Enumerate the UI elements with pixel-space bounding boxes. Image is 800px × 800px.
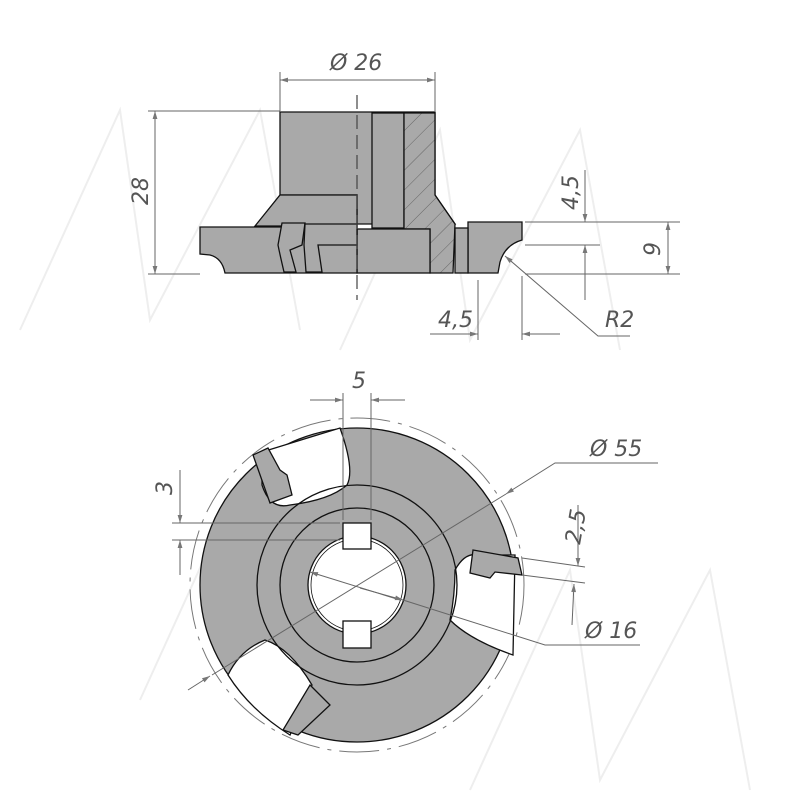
right-cutter xyxy=(467,221,523,274)
dim-outer-diameter: Ø 55 xyxy=(187,437,658,691)
bore-section xyxy=(371,112,405,229)
right-body xyxy=(454,227,469,274)
label-bore-diameter: Ø 16 xyxy=(584,619,637,644)
dim-cutting-height: 9 xyxy=(525,221,680,275)
label-cutting-height: 9 xyxy=(641,242,666,256)
dim-keyway-depth: 3 xyxy=(153,470,340,575)
label-radius: R2 xyxy=(605,308,634,333)
label-keyway-depth: 3 xyxy=(153,481,178,495)
bore xyxy=(307,535,407,635)
insert-bottom-left xyxy=(282,683,331,736)
keyway-top xyxy=(342,522,372,550)
label-outer-diameter: Ø 55 xyxy=(589,437,642,462)
side-view: Ø 26 28 4,5 9 4,5 xyxy=(129,51,680,340)
label-total-height: 28 xyxy=(129,177,154,205)
hub-taper-left xyxy=(253,194,358,227)
outer-ring xyxy=(256,484,458,686)
dim-hub-diameter: Ø 26 xyxy=(279,51,436,111)
insert-right xyxy=(469,549,523,579)
label-profile-depth: 4,5 xyxy=(559,175,584,210)
dim-profile-depth: 4,5 xyxy=(525,170,600,300)
dim-insert-offset: 2,5 xyxy=(521,505,592,626)
label-hub-diameter: Ø 26 xyxy=(329,51,382,76)
label-keyway-width: 5 xyxy=(352,369,366,394)
plan-view: 5 3 2,5 Ø 55 Ø 16 xyxy=(153,369,658,753)
label-insert-offset: 2,5 xyxy=(561,507,592,546)
inner-ring xyxy=(279,507,435,663)
dim-bore-diameter: Ø 16 xyxy=(309,571,640,646)
dim-profile-width: 4,5 xyxy=(430,276,560,340)
gullet-bottom-left xyxy=(227,639,313,736)
dim-keyway-width: 5 xyxy=(310,369,405,520)
insert-left xyxy=(277,222,306,273)
dim-total-height: 28 xyxy=(129,110,280,275)
outer-diameter-circle xyxy=(189,417,525,753)
dim-radius: R2 xyxy=(504,255,634,337)
label-profile-width: 4,5 xyxy=(438,308,473,333)
insert-top xyxy=(252,447,293,504)
keyway-bottom xyxy=(342,620,372,649)
base-section xyxy=(356,228,431,274)
